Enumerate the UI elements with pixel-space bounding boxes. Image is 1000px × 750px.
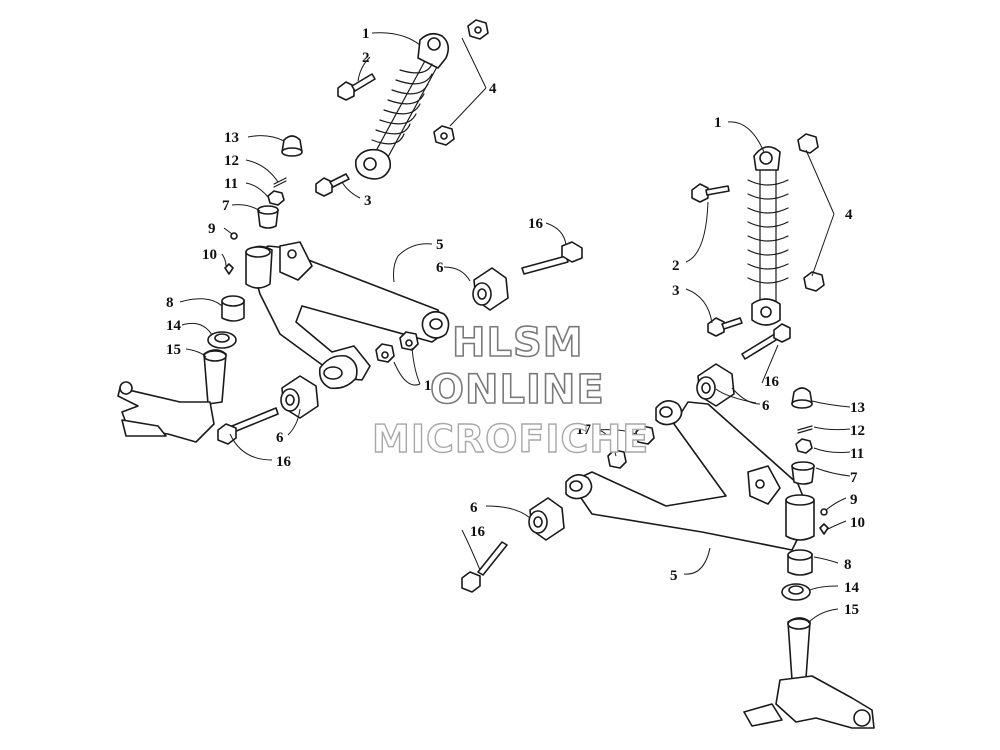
callout-1-right: 1 [714, 115, 722, 131]
callout-11-right: 11 [850, 446, 864, 462]
right-bushing-6-lower [528, 497, 565, 541]
callout-17-left: 17 [424, 378, 440, 394]
callout-2-right: 2 [672, 258, 680, 274]
right-bushing-7 [791, 461, 815, 485]
left-shock-absorber [354, 32, 450, 180]
callout-12-left: 12 [224, 153, 239, 169]
right-dust-cap-13 [791, 387, 813, 409]
right-nut-4-bottom [803, 271, 825, 292]
left-grease-fitting-10 [224, 263, 234, 275]
right-nut-4-top [797, 133, 819, 154]
callout-13-right: 13 [850, 400, 865, 416]
right-nut-17-b [635, 425, 655, 445]
right-bushing-6-upper [696, 363, 735, 407]
left-nut-4-bottom [433, 125, 455, 146]
left-bolt-3 [315, 173, 350, 197]
callout-9-right: 9 [850, 492, 858, 508]
left-castle-nut-11 [267, 190, 285, 206]
callout-8-left: 8 [166, 295, 174, 311]
right-bushing-8 [787, 549, 813, 576]
callout-11-left: 11 [224, 176, 238, 192]
callout-4-left: 4 [489, 81, 497, 97]
callout-10-right: 10 [850, 515, 865, 531]
callout-14-right: 14 [844, 580, 860, 596]
callout-16-right-lower: 16 [470, 524, 486, 540]
right-grease-fitting-10 [819, 523, 829, 535]
left-dust-cap-13 [281, 135, 303, 157]
callout-13-left: 13 [224, 130, 239, 146]
watermark-line-3: MICROFICHE [371, 417, 650, 461]
left-bolt-2 [337, 73, 376, 101]
callout-6-left-upper: 6 [436, 260, 444, 276]
left-bushing-6-lower [280, 375, 319, 419]
right-a-arm [565, 400, 815, 551]
left-nut-4-top [467, 19, 489, 40]
callout-3-left: 3 [364, 193, 372, 209]
callout-7-right: 7 [850, 470, 858, 486]
right-spindle [743, 617, 875, 729]
right-grease-fitting-9 [820, 508, 828, 516]
callout-15-right: 15 [844, 602, 859, 618]
callout-5-left: 5 [436, 237, 444, 253]
left-cotter-pin-12 [273, 177, 287, 188]
callout-15-left: 15 [166, 342, 181, 358]
left-bolt-16-lower [217, 407, 279, 445]
right-bolt-16-lower [461, 541, 508, 593]
left-bushing-6-upper [472, 267, 509, 311]
left-spindle [117, 349, 227, 443]
callout-6-left-lower: 6 [276, 430, 284, 446]
right-cotter-pin-12 [797, 425, 813, 434]
right-castle-nut-11 [795, 438, 813, 454]
left-grease-fitting-9 [230, 232, 238, 240]
callout-2-left: 2 [362, 50, 370, 66]
callout-4-right: 4 [845, 207, 853, 223]
left-nut-17-b [399, 331, 419, 351]
right-bolt-16-upper [741, 323, 791, 360]
callout-16-left-lower: 16 [276, 454, 292, 470]
left-nut-17-a [375, 343, 395, 363]
right-shock-absorber [747, 146, 789, 326]
left-a-arm [245, 241, 450, 390]
callout-3-right: 3 [672, 283, 680, 299]
watermark-line-1: HLSM [451, 320, 584, 366]
callout-labels-right: 1 2 3 4 5 6 6 7 8 9 10 11 12 13 14 15 16… [470, 115, 865, 618]
callout-5-right: 5 [670, 568, 678, 584]
left-bushing-7 [257, 205, 279, 229]
callout-14-left: 14 [166, 318, 182, 334]
leader-lines [179, 32, 851, 624]
right-bolt-2 [691, 183, 730, 203]
callout-6-right-upper: 6 [762, 398, 770, 414]
right-bolt-3 [707, 317, 743, 337]
left-seal-14 [207, 331, 237, 349]
watermark-line-2: ONLINE [429, 367, 605, 413]
callout-6-right-lower: 6 [470, 500, 478, 516]
callout-16-left-upper: 16 [528, 216, 544, 232]
callout-9-left: 9 [208, 221, 216, 237]
right-seal-14 [781, 583, 811, 601]
callout-labels-left: 1 2 3 4 5 6 6 7 8 9 10 11 12 13 14 15 16… [166, 26, 544, 470]
callout-12-right: 12 [850, 423, 865, 439]
callout-1-left: 1 [362, 26, 370, 42]
left-bushing-8 [221, 295, 245, 322]
callout-16-right-upper: 16 [764, 374, 780, 390]
callout-8-right: 8 [844, 557, 852, 573]
callout-10-left: 10 [202, 247, 217, 263]
callout-17-right: 17 [576, 422, 592, 438]
left-bolt-16-upper [521, 241, 583, 275]
callout-7-left: 7 [222, 198, 230, 214]
